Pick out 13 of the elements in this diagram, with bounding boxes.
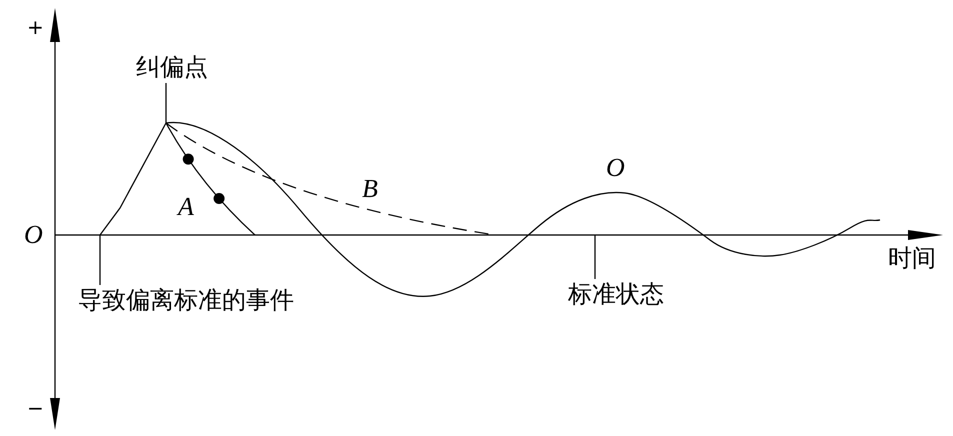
curve-label: B [362, 176, 378, 202]
axis-label: 时间 [888, 246, 936, 270]
curve-label: O [606, 155, 625, 181]
plus-sign: + [27, 17, 44, 37]
origin-label: O [24, 222, 43, 248]
leader-line [99, 235, 101, 285]
callout-text: 导致偏离标准的事件 [78, 285, 294, 316]
minus-sign: − [27, 398, 44, 418]
callout-text: 标准状态 [568, 279, 664, 310]
curve-label: A [178, 194, 194, 220]
leader-line [594, 235, 596, 279]
callout-text: 纠偏点 [136, 52, 208, 82]
leader-line [165, 83, 167, 123]
